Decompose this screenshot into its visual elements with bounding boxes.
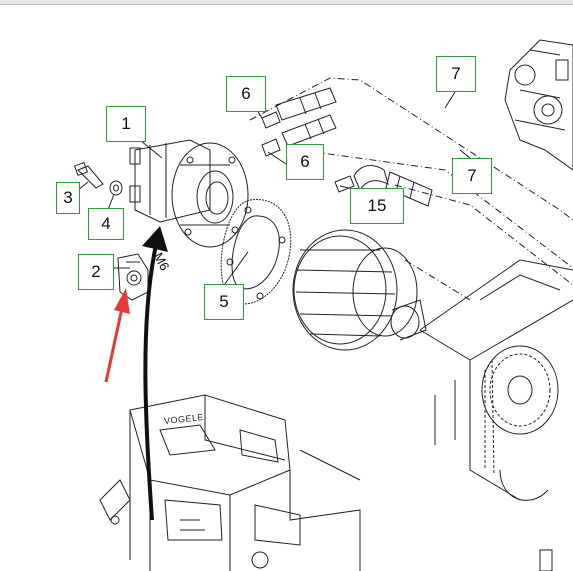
callout-3: 3 — [56, 182, 80, 214]
engine-block-drawing — [504, 39, 573, 171]
window-top-edge — [0, 0, 573, 5]
gasket-drawing — [220, 199, 292, 305]
callout-4: 4 — [88, 208, 124, 240]
chassis-frame-drawing — [419, 259, 573, 571]
callout-6-top: 6 — [226, 76, 266, 112]
sensor-bracket-drawing — [117, 253, 149, 301]
callout-7-top: 7 — [436, 56, 476, 92]
callout-2: 2 — [78, 254, 114, 290]
assembly-lines — [249, 77, 573, 301]
hydraulic-motor-drawing — [129, 139, 249, 248]
callout-6-middle: 6 — [286, 144, 324, 180]
gearbox-drum-drawing — [292, 229, 427, 351]
paver-machine-drawing — [99, 394, 361, 571]
callout-15: 15 — [350, 188, 404, 224]
callout-1: 1 — [106, 106, 146, 142]
bolt-and-washer-drawing — [73, 161, 123, 196]
hose-fittings-drawing — [261, 87, 433, 207]
red-pointer-arrow — [104, 288, 130, 383]
black-install-arrow — [142, 226, 168, 521]
callout-5: 5 — [204, 284, 244, 320]
callout-7-right: 7 — [452, 158, 492, 194]
